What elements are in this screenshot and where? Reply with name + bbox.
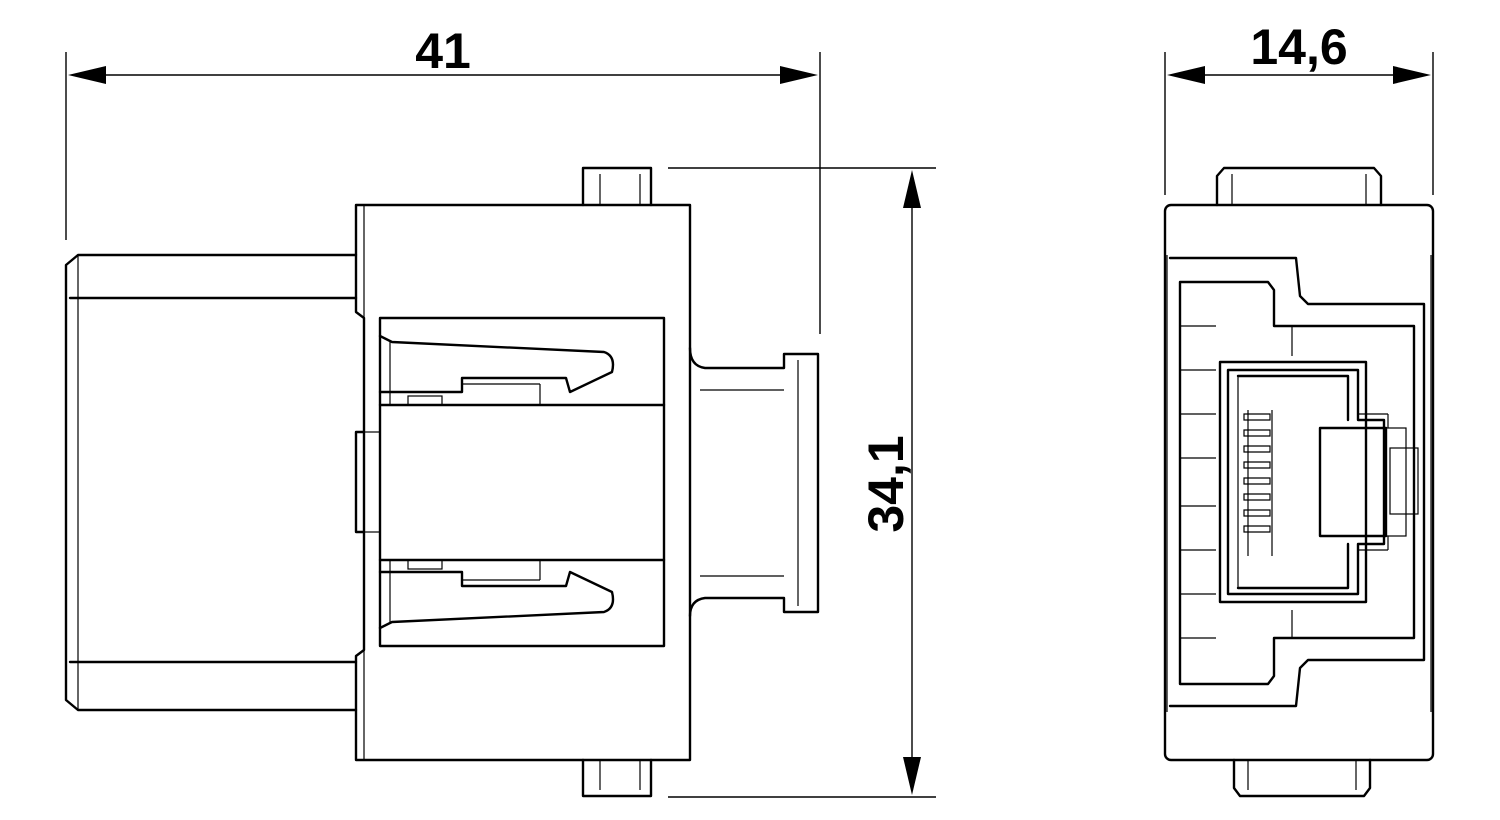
front-inner-outline xyxy=(1168,256,1426,708)
dimension-width-front: 14,6 xyxy=(1164,19,1434,195)
dim-label-width-front: 14,6 xyxy=(1250,19,1347,75)
front-outer-body xyxy=(1163,203,1435,762)
front-contacts xyxy=(1243,410,1273,556)
side-top-tab xyxy=(581,166,653,207)
side-view xyxy=(64,166,820,798)
side-housing xyxy=(354,203,692,762)
dimension-width-side: 41 xyxy=(65,23,821,334)
side-bottom-tab xyxy=(581,758,653,798)
front-view xyxy=(1163,166,1435,798)
dimension-height-side: 34,1 xyxy=(668,167,936,798)
side-rear-body xyxy=(64,253,358,712)
dim-label-height-side: 34,1 xyxy=(858,435,914,532)
dim-label-width-side: 41 xyxy=(415,23,471,79)
side-lower-latch xyxy=(378,570,615,630)
front-side-ribs xyxy=(1180,369,1216,595)
front-rj45-port xyxy=(1218,360,1419,604)
front-bottom-tab xyxy=(1232,758,1372,798)
front-top-tab xyxy=(1215,166,1383,207)
side-upper-latch xyxy=(378,334,615,394)
side-front-flange xyxy=(688,346,820,618)
